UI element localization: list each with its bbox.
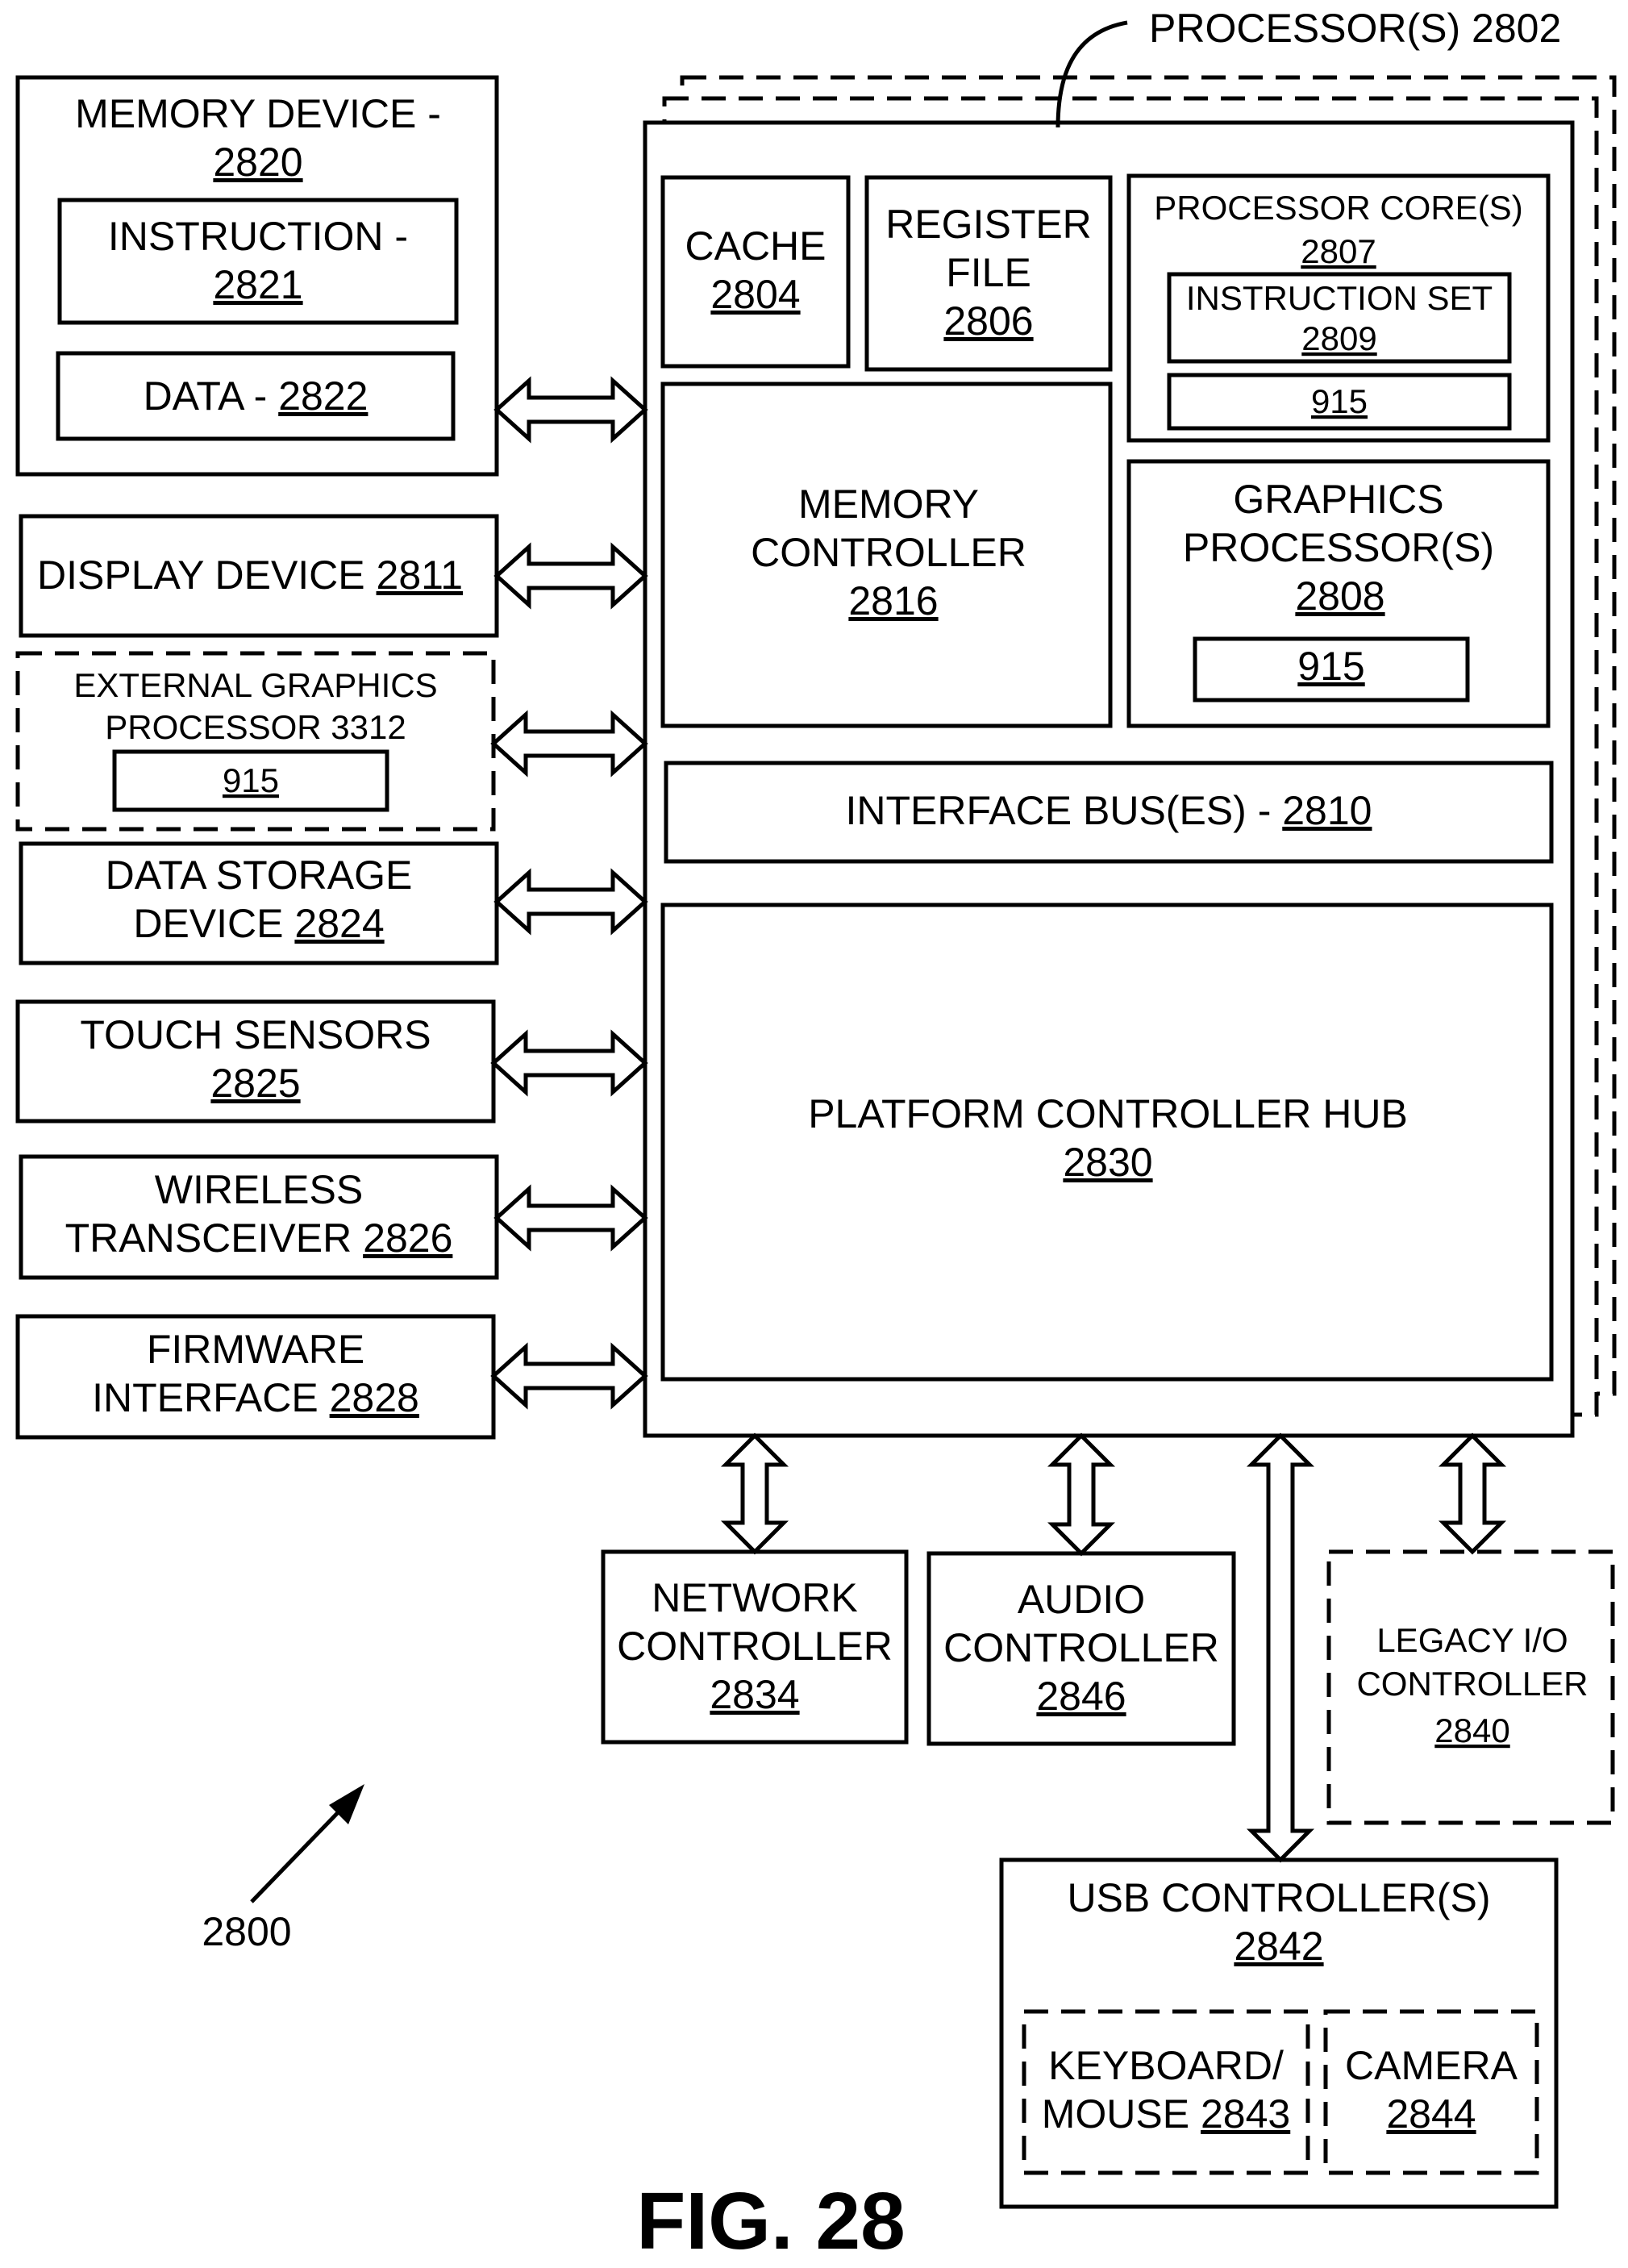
display-device-number: 2811 (377, 552, 464, 598)
touch-sensors-arrow (493, 1034, 645, 1092)
network-label-2: CONTROLLER (617, 1624, 893, 1669)
figure-title: FIG. 28 (636, 2176, 905, 2266)
keyboard-title: MOUSE (1042, 2091, 1201, 2137)
cache-label: CACHE (685, 223, 826, 269)
data-storage-number: 2824 (294, 901, 384, 946)
legacy-label-1: LEGACY I/O (1376, 1621, 1568, 1659)
graphics-processor-label-2: PROCESSOR(S) (1183, 525, 1494, 570)
system-ref-number: 2800 (202, 1909, 291, 1954)
display-device-label: DISPLAY DEVICE 2811 (37, 552, 463, 598)
core-915-number: 915 (1311, 382, 1368, 420)
keyboard-label-2: MOUSE 2843 (1042, 2091, 1290, 2137)
memory-device-label: MEMORY DEVICE - (75, 91, 441, 136)
display-device-arrow (497, 547, 645, 605)
processor-cores-label: PROCESSOR CORE(S) (1154, 189, 1522, 227)
register-file-number: 2806 (943, 298, 1033, 344)
register-file-label-2: FILE (946, 250, 1031, 295)
memory-device-number: 2820 (213, 140, 302, 185)
data-title: DATA - (144, 373, 279, 419)
external-graphics-arrow (493, 715, 645, 773)
external-graphics-label-1: EXTERNAL GRAPHICS (73, 666, 437, 704)
wireless-number: 2826 (363, 1215, 452, 1261)
usb-arrow (1251, 1436, 1309, 1860)
firmware-title: INTERFACE (92, 1375, 329, 1420)
firmware-label-1: FIRMWARE (147, 1327, 364, 1372)
network-number: 2834 (710, 1672, 799, 1717)
pch-label: PLATFORM CONTROLLER HUB (808, 1091, 1408, 1136)
processor-cores-number: 2807 (1301, 232, 1376, 270)
audio-arrow (1052, 1436, 1110, 1553)
legacy-label-2: CONTROLLER (1356, 1665, 1588, 1703)
pch-number: 2830 (1063, 1140, 1152, 1185)
memory-controller-number: 2816 (848, 578, 938, 623)
audio-label-2: CONTROLLER (943, 1625, 1219, 1670)
register-file-label-1: REGISTER (885, 202, 1092, 247)
network-arrow (726, 1436, 784, 1552)
data-number: 2822 (278, 373, 368, 419)
firmware-label-2: INTERFACE 2828 (92, 1375, 419, 1420)
usb-label: USB CONTROLLER(S) (1067, 1875, 1490, 1920)
wireless-label-2: TRANSCEIVER 2826 (65, 1215, 453, 1261)
data-label: DATA - 2822 (144, 373, 368, 419)
interface-bus-title: INTERFACE BUS(ES) - (846, 788, 1283, 833)
touch-sensors-label: TOUCH SENSORS (80, 1012, 431, 1057)
graphics-processor-label-1: GRAPHICS (1233, 477, 1443, 522)
keyboard-label-1: KEYBOARD/ (1048, 2043, 1284, 2088)
data-storage-label-2: DEVICE 2824 (133, 901, 384, 946)
cache-number: 2804 (710, 272, 800, 317)
interface-bus-number: 2810 (1282, 788, 1372, 833)
memory-controller-label-2: CONTROLLER (751, 530, 1026, 575)
instruction-number: 2821 (213, 262, 302, 307)
memory-controller-label-1: MEMORY (798, 482, 979, 527)
graphics-915-number: 915 (1297, 644, 1364, 689)
data-storage-title: DEVICE (133, 901, 294, 946)
camera-number: 2844 (1386, 2091, 1476, 2137)
firmware-number: 2828 (330, 1375, 419, 1420)
processor-label: PROCESSOR(S) 2802 (1149, 6, 1561, 51)
touch-sensors-number: 2825 (210, 1061, 300, 1106)
instruction-set-number: 2809 (1301, 319, 1376, 357)
data-storage-label-1: DATA STORAGE (106, 853, 413, 898)
usb-number: 2842 (1234, 1924, 1323, 1969)
legacy-arrow (1443, 1436, 1501, 1552)
camera-label: CAMERA (1345, 2043, 1518, 2088)
wireless-arrow (497, 1189, 645, 1247)
wireless-title: TRANSCEIVER (65, 1215, 364, 1261)
audio-label-1: AUDIO (1018, 1577, 1145, 1622)
instruction-label: INSTRUCTION - (108, 214, 408, 259)
external-graphics-915-number: 915 (223, 761, 279, 799)
external-graphics-label-2: PROCESSOR 3312 (105, 708, 406, 746)
audio-number: 2846 (1036, 1674, 1126, 1719)
memory-device-arrow (497, 381, 645, 439)
display-device-title: DISPLAY DEVICE (37, 552, 377, 598)
keyboard-number: 2843 (1201, 2091, 1290, 2137)
firmware-arrow (493, 1347, 645, 1405)
graphics-processor-number: 2808 (1295, 573, 1384, 619)
interface-bus-label: INTERFACE BUS(ES) - 2810 (846, 788, 1372, 833)
instruction-set-label: INSTRUCTION SET (1186, 279, 1493, 317)
network-label-1: NETWORK (652, 1575, 858, 1620)
wireless-label-1: WIRELESS (155, 1167, 363, 1212)
system-ref-arrow-line (252, 1803, 347, 1902)
legacy-number: 2840 (1434, 1711, 1509, 1749)
data-storage-arrow (497, 873, 645, 931)
